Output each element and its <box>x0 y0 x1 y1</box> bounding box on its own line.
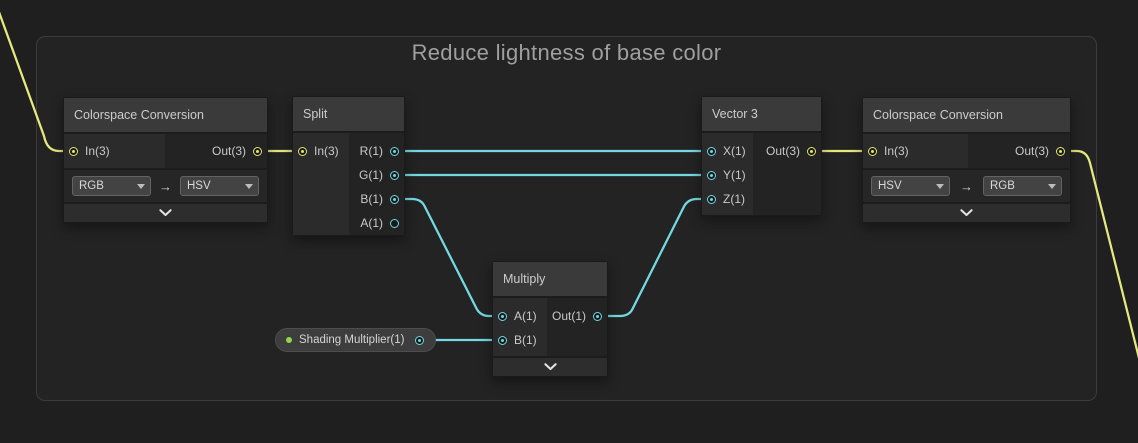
port-label: Out(3) <box>765 144 800 158</box>
from-colorspace-dropdown[interactable]: HSV <box>871 176 950 196</box>
node-title: Colorspace Conversion <box>863 98 1070 134</box>
port-label: G(1) <box>359 168 383 182</box>
node-title: Multiply <box>493 262 607 298</box>
port-label: Y(1) <box>723 168 746 182</box>
port-label: In(3) <box>314 144 339 158</box>
port-label: R(1) <box>359 144 383 158</box>
dropdown-value: RGB <box>79 180 104 192</box>
output-port-a[interactable] <box>390 218 399 228</box>
conversion-arrow: → <box>159 178 172 194</box>
port-label: B(1) <box>514 333 537 347</box>
chevron-down-icon[interactable] <box>960 209 973 217</box>
port-label: In(3) <box>884 144 909 158</box>
input-port-in3[interactable] <box>868 146 877 156</box>
to-colorspace-dropdown[interactable]: HSV <box>180 176 259 196</box>
wire-multiply-out-to-z[interactable] <box>598 197 712 318</box>
node-title: Split <box>293 97 404 133</box>
property-node-shading-multiplier[interactable]: Shading Multiplier(1) <box>275 328 436 352</box>
chevron-down-icon[interactable] <box>159 209 172 217</box>
group-title: Reduce lightness of base color <box>411 40 722 65</box>
chevron-down-icon[interactable] <box>543 363 557 371</box>
property-output-port[interactable] <box>415 335 424 345</box>
port-label: Out(3) <box>1014 144 1049 158</box>
port-label: A(1) <box>514 309 537 323</box>
input-port-z[interactable] <box>707 194 716 204</box>
wire-incoming-vector3[interactable] <box>0 1 73 153</box>
input-port-in3[interactable] <box>69 146 78 156</box>
property-label: Shading Multiplier(1) <box>299 334 405 346</box>
node-colorspace-conversion-left[interactable]: Colorspace Conversion In(3) Out(3) RGB →… <box>63 97 268 223</box>
dropdown-value: HSV <box>187 180 211 192</box>
port-label: Out(3) <box>211 144 246 158</box>
output-port-out[interactable] <box>593 311 602 321</box>
input-port-a[interactable] <box>498 311 507 321</box>
input-port-y[interactable] <box>707 170 716 180</box>
node-colorspace-conversion-right[interactable]: Colorspace Conversion In(3) Out(3) HSV →… <box>862 97 1071 223</box>
port-label: A(1) <box>360 216 383 230</box>
node-multiply[interactable]: Multiply A(1) B(1) Out(1) <box>492 261 608 377</box>
node-split[interactable]: Split In(3) R(1) G(1) B(1) <box>292 96 405 236</box>
node-vector3[interactable]: Vector 3 X(1) Y(1) Z(1) Out(3) <box>701 96 822 216</box>
port-label: B(1) <box>360 192 383 206</box>
input-port-in3[interactable] <box>298 146 307 156</box>
output-port-out3[interactable] <box>807 146 816 156</box>
port-label: X(1) <box>723 144 746 158</box>
dropdown-arrow-icon <box>1048 183 1056 189</box>
output-port-out3[interactable] <box>1056 146 1065 156</box>
input-port-b[interactable] <box>498 335 507 345</box>
port-label: Z(1) <box>723 192 745 206</box>
output-port-g[interactable] <box>390 170 399 180</box>
node-title: Colorspace Conversion <box>64 98 267 134</box>
conversion-arrow: → <box>960 178 973 194</box>
dropdown-value: HSV <box>878 180 902 192</box>
output-port-b[interactable] <box>390 194 399 204</box>
output-port-r[interactable] <box>390 146 399 156</box>
dropdown-arrow-icon <box>245 183 253 189</box>
to-colorspace-dropdown[interactable]: RGB <box>983 176 1062 196</box>
dropdown-arrow-icon <box>137 183 145 189</box>
dropdown-value: RGB <box>990 180 1015 192</box>
port-label: In(3) <box>85 144 110 158</box>
input-port-x[interactable] <box>707 146 716 156</box>
node-title: Vector 3 <box>702 97 821 133</box>
from-colorspace-dropdown[interactable]: RGB <box>72 176 151 196</box>
property-type-dot-icon <box>286 337 292 343</box>
wire-outgoing-vector3[interactable] <box>1060 149 1138 394</box>
wire-split-b-to-multiply-a[interactable] <box>394 197 502 318</box>
port-label: Out(1) <box>551 309 586 323</box>
dropdown-arrow-icon <box>936 183 944 189</box>
output-port-out3[interactable] <box>253 146 262 156</box>
